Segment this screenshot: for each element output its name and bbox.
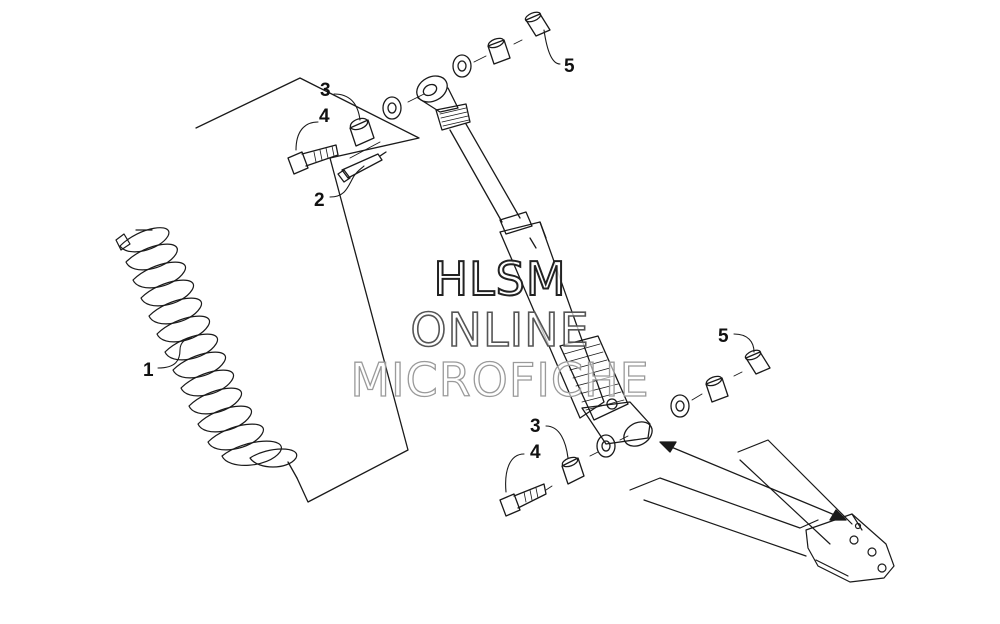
spring-leader-base: [287, 461, 298, 479]
upper-right-bushing: [487, 39, 511, 65]
lower-washer: [596, 434, 616, 458]
lower-right-bushing: [705, 377, 729, 403]
callout-pin: 2: [314, 190, 325, 211]
callout-bushing-lower: 3: [530, 416, 541, 437]
spring-group-outline: [195, 77, 420, 503]
a-arm: [629, 439, 895, 583]
callout-bolt-upper: 4: [319, 106, 330, 127]
upper-washer: [382, 96, 402, 120]
upper-bolt: [287, 144, 339, 175]
lower-hardware: [499, 349, 771, 517]
lower-right-washer: [670, 394, 690, 418]
upper-pin: [337, 151, 387, 183]
coil-spring: [115, 227, 298, 468]
lower-cap: [744, 349, 771, 375]
callout-spring: 1: [143, 360, 154, 381]
shock-absorber: [416, 75, 653, 447]
lower-bushing: [561, 456, 585, 485]
callout-bushing-upper: 3: [320, 80, 331, 101]
upper-right-washer: [452, 54, 472, 78]
callout-cap-lower: 5: [718, 326, 729, 347]
lower-bolt: [499, 483, 547, 517]
callout-cap-upper: 5: [564, 56, 575, 77]
leader-lines: [157, 29, 755, 493]
upper-hardware: [287, 11, 551, 183]
upper-cap: [524, 11, 551, 37]
callout-bolt-lower: 4: [530, 442, 541, 463]
upper-bushing: [349, 117, 375, 147]
mounting-arrow: [659, 441, 847, 521]
